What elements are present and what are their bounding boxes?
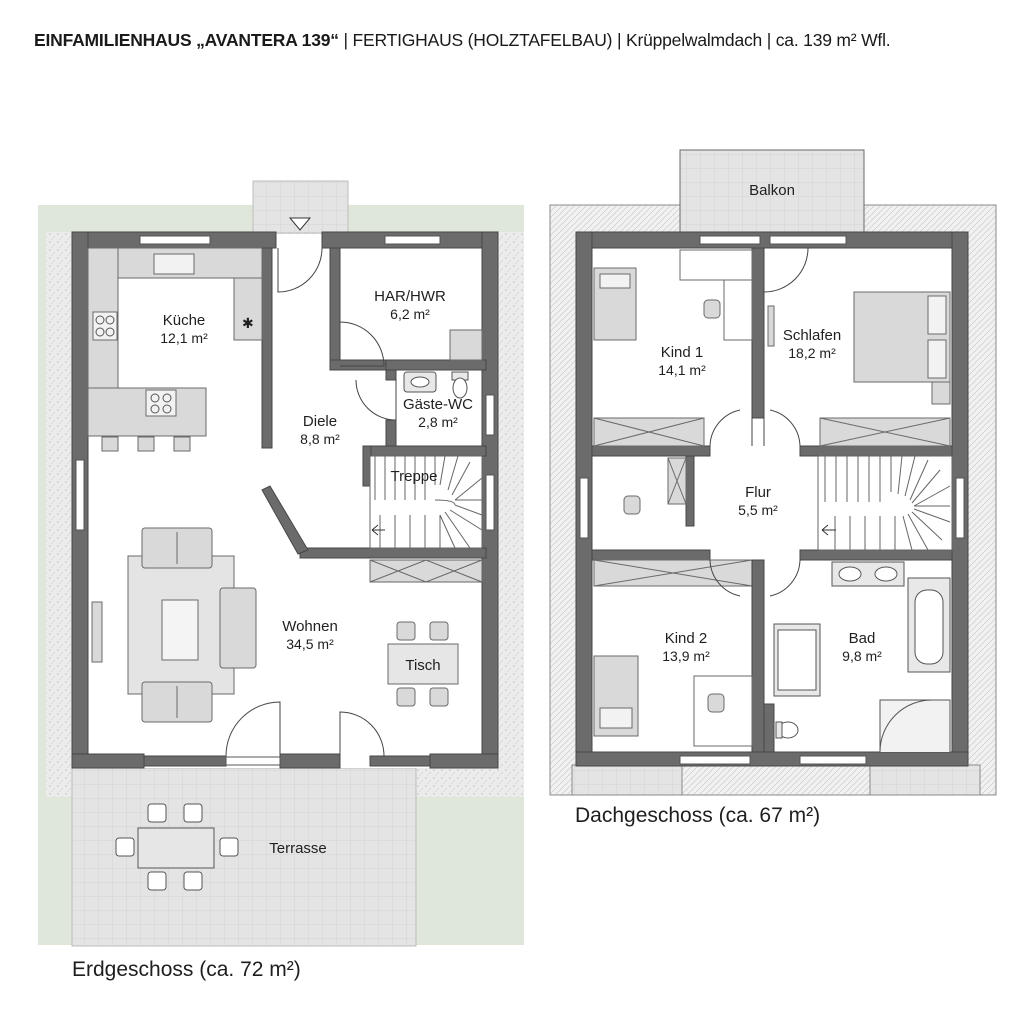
room-treppe-name: Treppe: [391, 468, 438, 485]
room-kind1-name: Kind 1: [661, 344, 704, 361]
house-name: EINFAMILIENHAUS „AVANTERA 139“: [34, 30, 339, 50]
stove-icons: [95, 315, 172, 414]
room-wohnen-name: Wohnen: [282, 618, 338, 635]
room-kind2-area: 13,9 m²: [662, 648, 710, 664]
ground-staircase: [369, 455, 483, 583]
upper-floor-label: Dachgeschoss (ca. 67 m²): [575, 804, 821, 827]
ground-floor: ✱: [38, 180, 524, 947]
table-label: Tisch: [405, 657, 440, 674]
room-gaeste-wc-area: 2,8 m²: [418, 414, 458, 430]
room-flur-area: 5,5 m²: [738, 502, 778, 518]
front-balcony: [869, 764, 981, 796]
terrace-area: [71, 767, 417, 947]
room-diele-name: Diele: [303, 413, 337, 430]
flur-furniture: [623, 457, 687, 515]
ground-windows: [75, 235, 495, 766]
living-furniture: [91, 527, 459, 723]
room-bad-area: 9,8 m²: [842, 648, 882, 664]
ground-interior-walls: [261, 247, 487, 559]
room-kind1-area: 14,1 m²: [658, 362, 706, 378]
room-terrasse-name: Terrasse: [269, 840, 327, 857]
house-details: | FERTIGHAUS (HOLZTAFELBAU) | Krüppelwal…: [343, 30, 891, 50]
room-har-area: 6,2 m²: [390, 306, 430, 322]
bad-fixtures: [773, 561, 951, 753]
upper-windows: [579, 235, 965, 765]
room-schlafen-area: 18,2 m²: [788, 345, 836, 361]
front-balcony-left: [571, 764, 683, 796]
room-flur-name: Flur: [745, 484, 771, 501]
room-gaeste-wc-name: Gäste-WC: [403, 396, 473, 413]
kitchen-furniture: [87, 247, 263, 452]
room-diele-area: 8,8 m²: [300, 431, 340, 447]
entrance-arrow-icon: [288, 217, 312, 231]
ground-floor-label: Erdgeschoss (ca. 72 m²): [72, 958, 301, 981]
guest-wc-fixtures: [403, 371, 469, 399]
upper-staircase: [817, 455, 953, 551]
har-counter: [449, 329, 483, 361]
schlafen-furniture: [767, 291, 951, 447]
room-balkon-name: Balkon: [749, 182, 795, 199]
room-kueche-name: Küche: [163, 312, 206, 329]
plan-title: EINFAMILIENHAUS „AVANTERA 139“ | FERTIGH…: [34, 30, 1014, 51]
kind1-furniture: [593, 249, 753, 447]
room-kind2-name: Kind 2: [665, 630, 708, 647]
room-har-name: HAR/HWR: [374, 288, 446, 305]
fridge-star-icon: ✱: [242, 315, 254, 331]
room-wohnen-area: 34,5 m²: [286, 636, 334, 652]
room-kueche-area: 12,1 m²: [160, 330, 208, 346]
ground-doors: [225, 247, 397, 757]
balcony-area: [679, 149, 865, 237]
terrace-furniture: [115, 803, 239, 891]
upper-doors: [709, 247, 809, 597]
room-bad-name: Bad: [849, 630, 876, 647]
upper-interior-walls: [591, 247, 953, 753]
room-schlafen-name: Schlafen: [783, 327, 841, 344]
upper-floor: Balkon Kind 1 14,1 m² Schlafen 18,2 m² F…: [549, 149, 997, 796]
kind2-furniture: [593, 559, 753, 747]
